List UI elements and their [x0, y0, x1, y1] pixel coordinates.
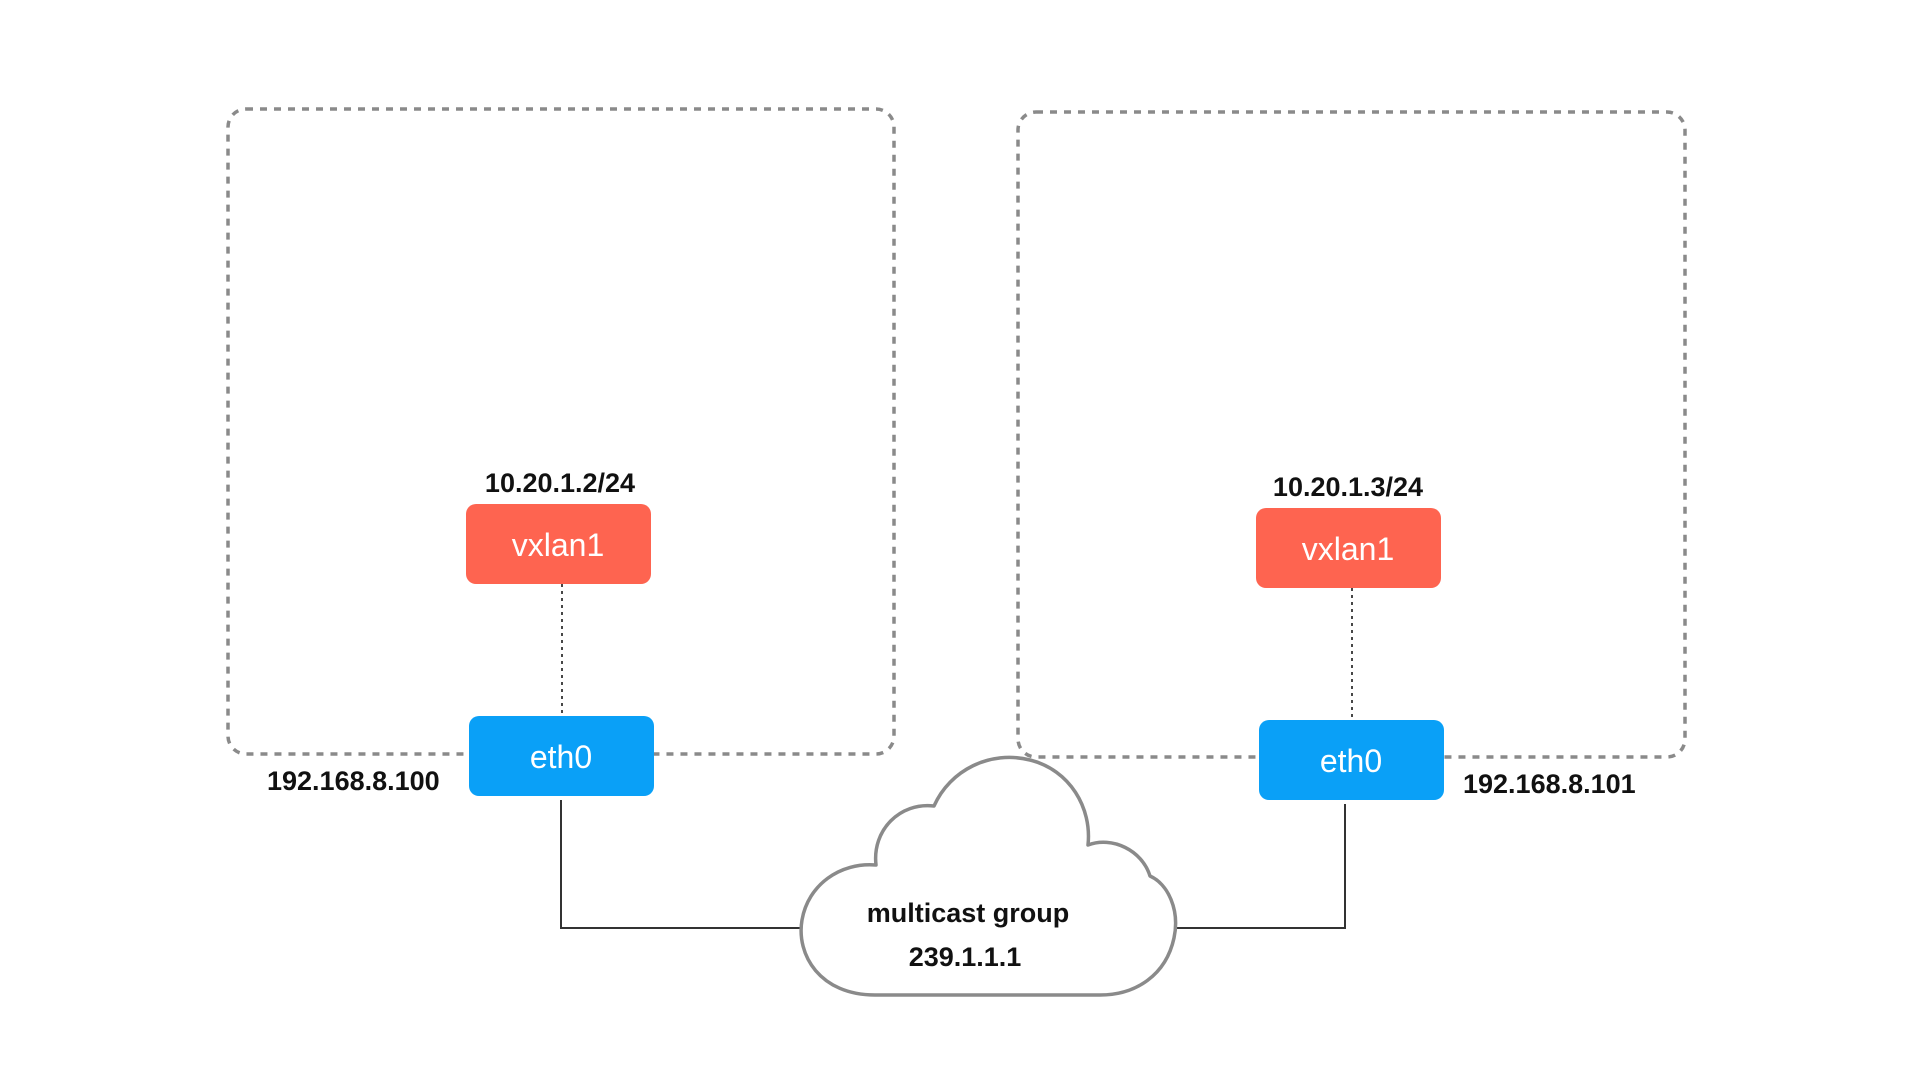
- host-1-eth-label: eth0: [530, 739, 592, 775]
- host-2-eth-interface: eth0: [1259, 720, 1444, 800]
- host-2-vxlan-interface: vxlan1: [1256, 508, 1441, 588]
- multicast-cloud: multicast group 239.1.1.1: [799, 755, 1178, 997]
- host-2-eth-box: [1259, 720, 1444, 800]
- host-2-vxlan-box: [1256, 508, 1441, 588]
- host-1-eth-box: [469, 716, 654, 796]
- host-1-boundary: [226, 107, 896, 756]
- host-1-vxlan-box: [466, 504, 651, 584]
- multicast-address-label: 239.1.1.1: [909, 942, 1022, 972]
- host-1-vxlan-label: vxlan1: [512, 527, 605, 563]
- host-2-physical-link: [1130, 804, 1346, 929]
- host-2-vxlan-label: vxlan1: [1302, 531, 1395, 567]
- host-2-vxlan-ip: 10.20.1.3/24: [1273, 472, 1423, 502]
- host-1-eth-ip: 192.168.8.100: [267, 766, 440, 796]
- cloud-icon: [799, 755, 1178, 997]
- host-1-vxlan-interface: vxlan1: [466, 504, 651, 584]
- host-2-eth-label: eth0: [1320, 743, 1382, 779]
- host-1-eth-interface: eth0: [469, 716, 654, 796]
- host-2-eth-ip: 192.168.8.101: [1463, 769, 1636, 799]
- host-1-vxlan-ip: 10.20.1.2/24: [485, 468, 635, 498]
- host-1-physical-link: [560, 800, 802, 929]
- multicast-group-label: multicast group: [867, 898, 1070, 928]
